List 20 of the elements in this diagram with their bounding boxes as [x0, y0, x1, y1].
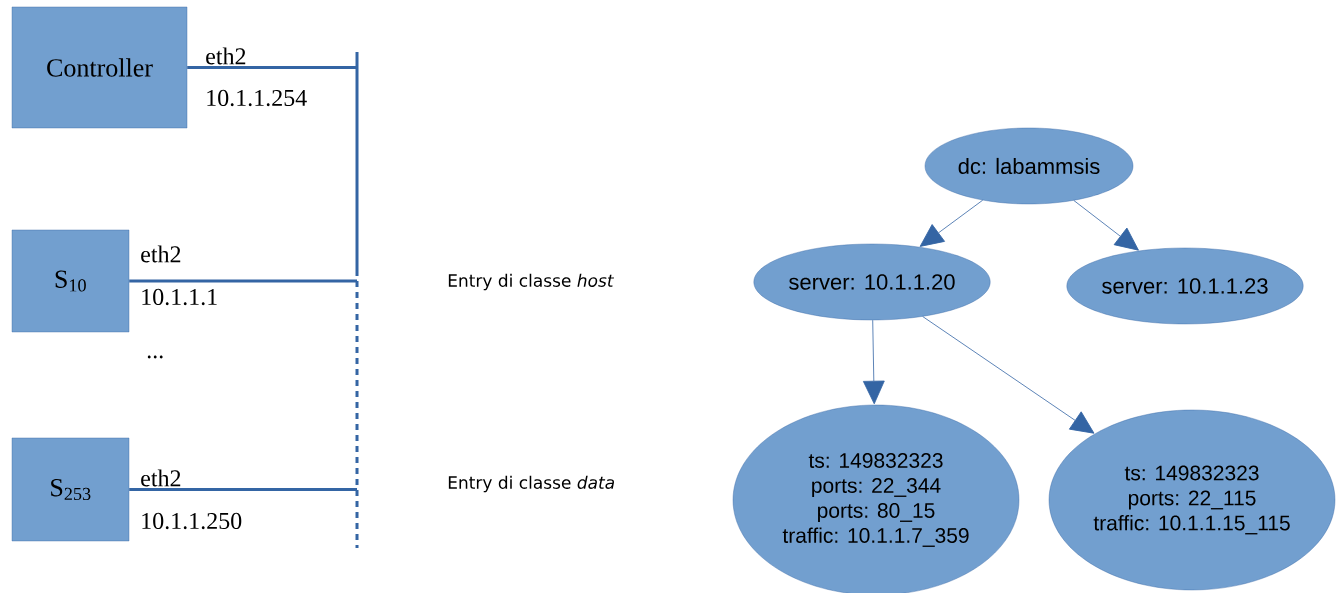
interface-label: 10.1.1.254 — [207, 89, 307, 107]
connection-line — [187, 66, 357, 69]
device-box: Controller — [11, 6, 188, 129]
device-box: S$_{253}$ — [11, 437, 130, 542]
connection-line — [129, 488, 357, 491]
interface-label: ... — [147, 355, 163, 359]
interface-label: eth2 — [141, 469, 181, 487]
interface-label: eth2 — [206, 47, 246, 65]
class-label: Entry di classe host — [448, 273, 615, 291]
arrow — [919, 199, 984, 247]
arrow — [922, 316, 1095, 434]
connection-line — [129, 279, 357, 283]
interface-label: 10.1.1.250 — [142, 512, 242, 530]
arrow — [862, 319, 885, 405]
class-label: Entry di classe data — [448, 475, 614, 493]
arrow — [1073, 200, 1139, 251]
interface-label: 10.1.1.1 — [142, 288, 217, 306]
device-box: S$_{10}$ — [11, 229, 130, 333]
network-bus-line — [355, 52, 359, 548]
interface-label: eth2 — [141, 245, 181, 263]
